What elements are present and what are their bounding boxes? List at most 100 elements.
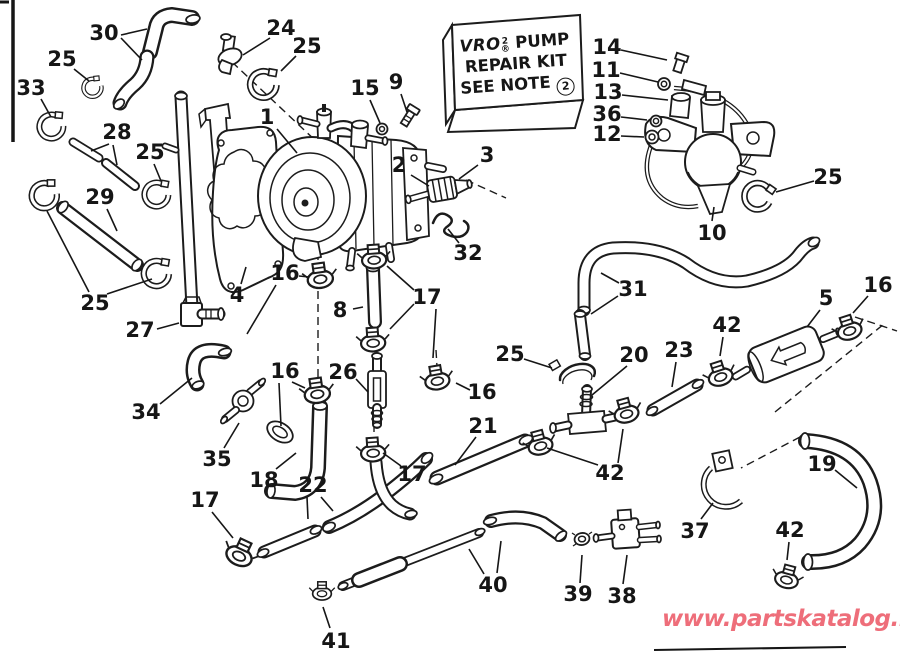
spring-clamp-25 — [548, 358, 597, 385]
leader-line-16 — [278, 382, 282, 427]
clamp-16-a — [299, 259, 340, 292]
leader-line-22 — [320, 496, 334, 512]
callout-32: 32 — [453, 241, 482, 265]
callout-33: 33 — [16, 76, 45, 100]
callout-42: 42 — [712, 313, 741, 337]
leader-line-40 — [468, 548, 485, 575]
callout-2: 2 — [392, 153, 407, 177]
leader-line-42 — [617, 428, 624, 464]
leader-line-5 — [806, 309, 821, 328]
callout-20: 20 — [619, 343, 648, 367]
brand-text: VRO — [458, 34, 502, 56]
circled-note-number: 2 — [556, 76, 576, 96]
leader-line-15 — [369, 99, 381, 124]
callout-36: 36 — [592, 102, 621, 126]
callout-27: 27 — [125, 318, 154, 342]
leader-line-31 — [590, 295, 619, 315]
clamp-42-br — [768, 560, 807, 593]
clip-25-d2 — [141, 257, 175, 289]
leader-line-17 — [389, 303, 415, 330]
elbow-27 — [180, 296, 226, 327]
leader-line-16 — [298, 275, 310, 278]
clamp-16-c — [417, 362, 457, 394]
clamp-42-filter — [699, 356, 741, 392]
callout-30: 30 — [89, 21, 118, 45]
leader-line-17 — [211, 511, 234, 539]
note-line1-rest: PUMP — [514, 29, 570, 52]
callout-16: 16 — [863, 273, 892, 297]
fitting-24 — [217, 33, 243, 76]
leader-line-2 — [410, 174, 430, 187]
callout-11: 11 — [591, 58, 620, 82]
connector-38 — [592, 508, 662, 550]
leader-line-9 — [400, 93, 408, 113]
callout-39: 39 — [563, 582, 592, 606]
leader-line-29 — [106, 208, 118, 232]
callout-34: 34 — [131, 400, 160, 424]
ring-16 — [266, 420, 294, 444]
leader-line-28 — [90, 143, 110, 152]
leader-line-38 — [622, 554, 628, 585]
alignment-dashes — [231, 61, 898, 469]
screw-9 — [399, 103, 421, 128]
leader-line-1 — [276, 128, 298, 154]
callout-25: 25 — [47, 47, 76, 71]
callout-12: 12 — [592, 122, 621, 146]
leader-line-39 — [579, 554, 583, 584]
leader-line-10 — [711, 206, 715, 222]
callout-15: 15 — [350, 76, 379, 100]
clip-25-top — [247, 67, 283, 101]
hoses-and-tubes — [56, 6, 883, 591]
leader-line-12 — [620, 135, 645, 138]
leader-line-37 — [700, 502, 714, 520]
leader-line-32 — [447, 228, 460, 244]
leader-line-3 — [458, 164, 479, 180]
clip-25-left — [142, 179, 175, 210]
clip-33 — [36, 110, 70, 142]
callout-38: 38 — [607, 584, 636, 608]
callout-42: 42 — [775, 518, 804, 542]
clamp-16-right — [828, 310, 870, 346]
leader-line-21 — [454, 436, 477, 466]
leader-line-40 — [496, 540, 502, 574]
callout-4: 4 — [230, 283, 245, 307]
leader-line-19 — [834, 469, 858, 489]
callout-21: 21 — [468, 414, 497, 438]
callout-25: 25 — [80, 291, 109, 315]
clamp-17-b — [354, 325, 392, 354]
connector-2 — [404, 175, 473, 205]
leader-line-27 — [156, 322, 180, 330]
leader-line-42 — [719, 336, 724, 357]
fitting-35 — [219, 377, 267, 425]
leader-line-25 — [280, 55, 297, 72]
clamp-17-bl — [217, 532, 264, 574]
callout-17: 17 — [397, 462, 426, 486]
note-line3-text: SEE NOTE — [459, 72, 552, 98]
note-box-shape — [441, 13, 585, 134]
callout-23: 23 — [664, 338, 693, 362]
clip-25-right — [742, 181, 776, 213]
callout-19: 19 — [807, 452, 836, 476]
callout-16: 16 — [270, 261, 299, 285]
vro-pump-1 — [257, 104, 447, 272]
leader-line-17 — [386, 265, 415, 291]
callout-35: 35 — [202, 447, 231, 471]
callout-3: 3 — [480, 143, 495, 167]
border-artifacts — [0, 0, 847, 651]
leader-line-14 — [620, 49, 668, 61]
leader-line-23 — [671, 361, 677, 388]
check-valve-26 — [367, 352, 387, 429]
leader-line-26 — [355, 378, 369, 393]
leader-line-24 — [242, 37, 271, 56]
callout-5: 5 — [819, 286, 834, 310]
callout-26: 26 — [328, 360, 357, 384]
leader-line-16 — [291, 381, 306, 389]
bracket-37 — [700, 449, 744, 510]
callout-25: 25 — [495, 342, 524, 366]
leader-line-30 — [120, 28, 148, 36]
callout-16: 16 — [467, 380, 496, 404]
leader-line-25 — [106, 278, 153, 295]
